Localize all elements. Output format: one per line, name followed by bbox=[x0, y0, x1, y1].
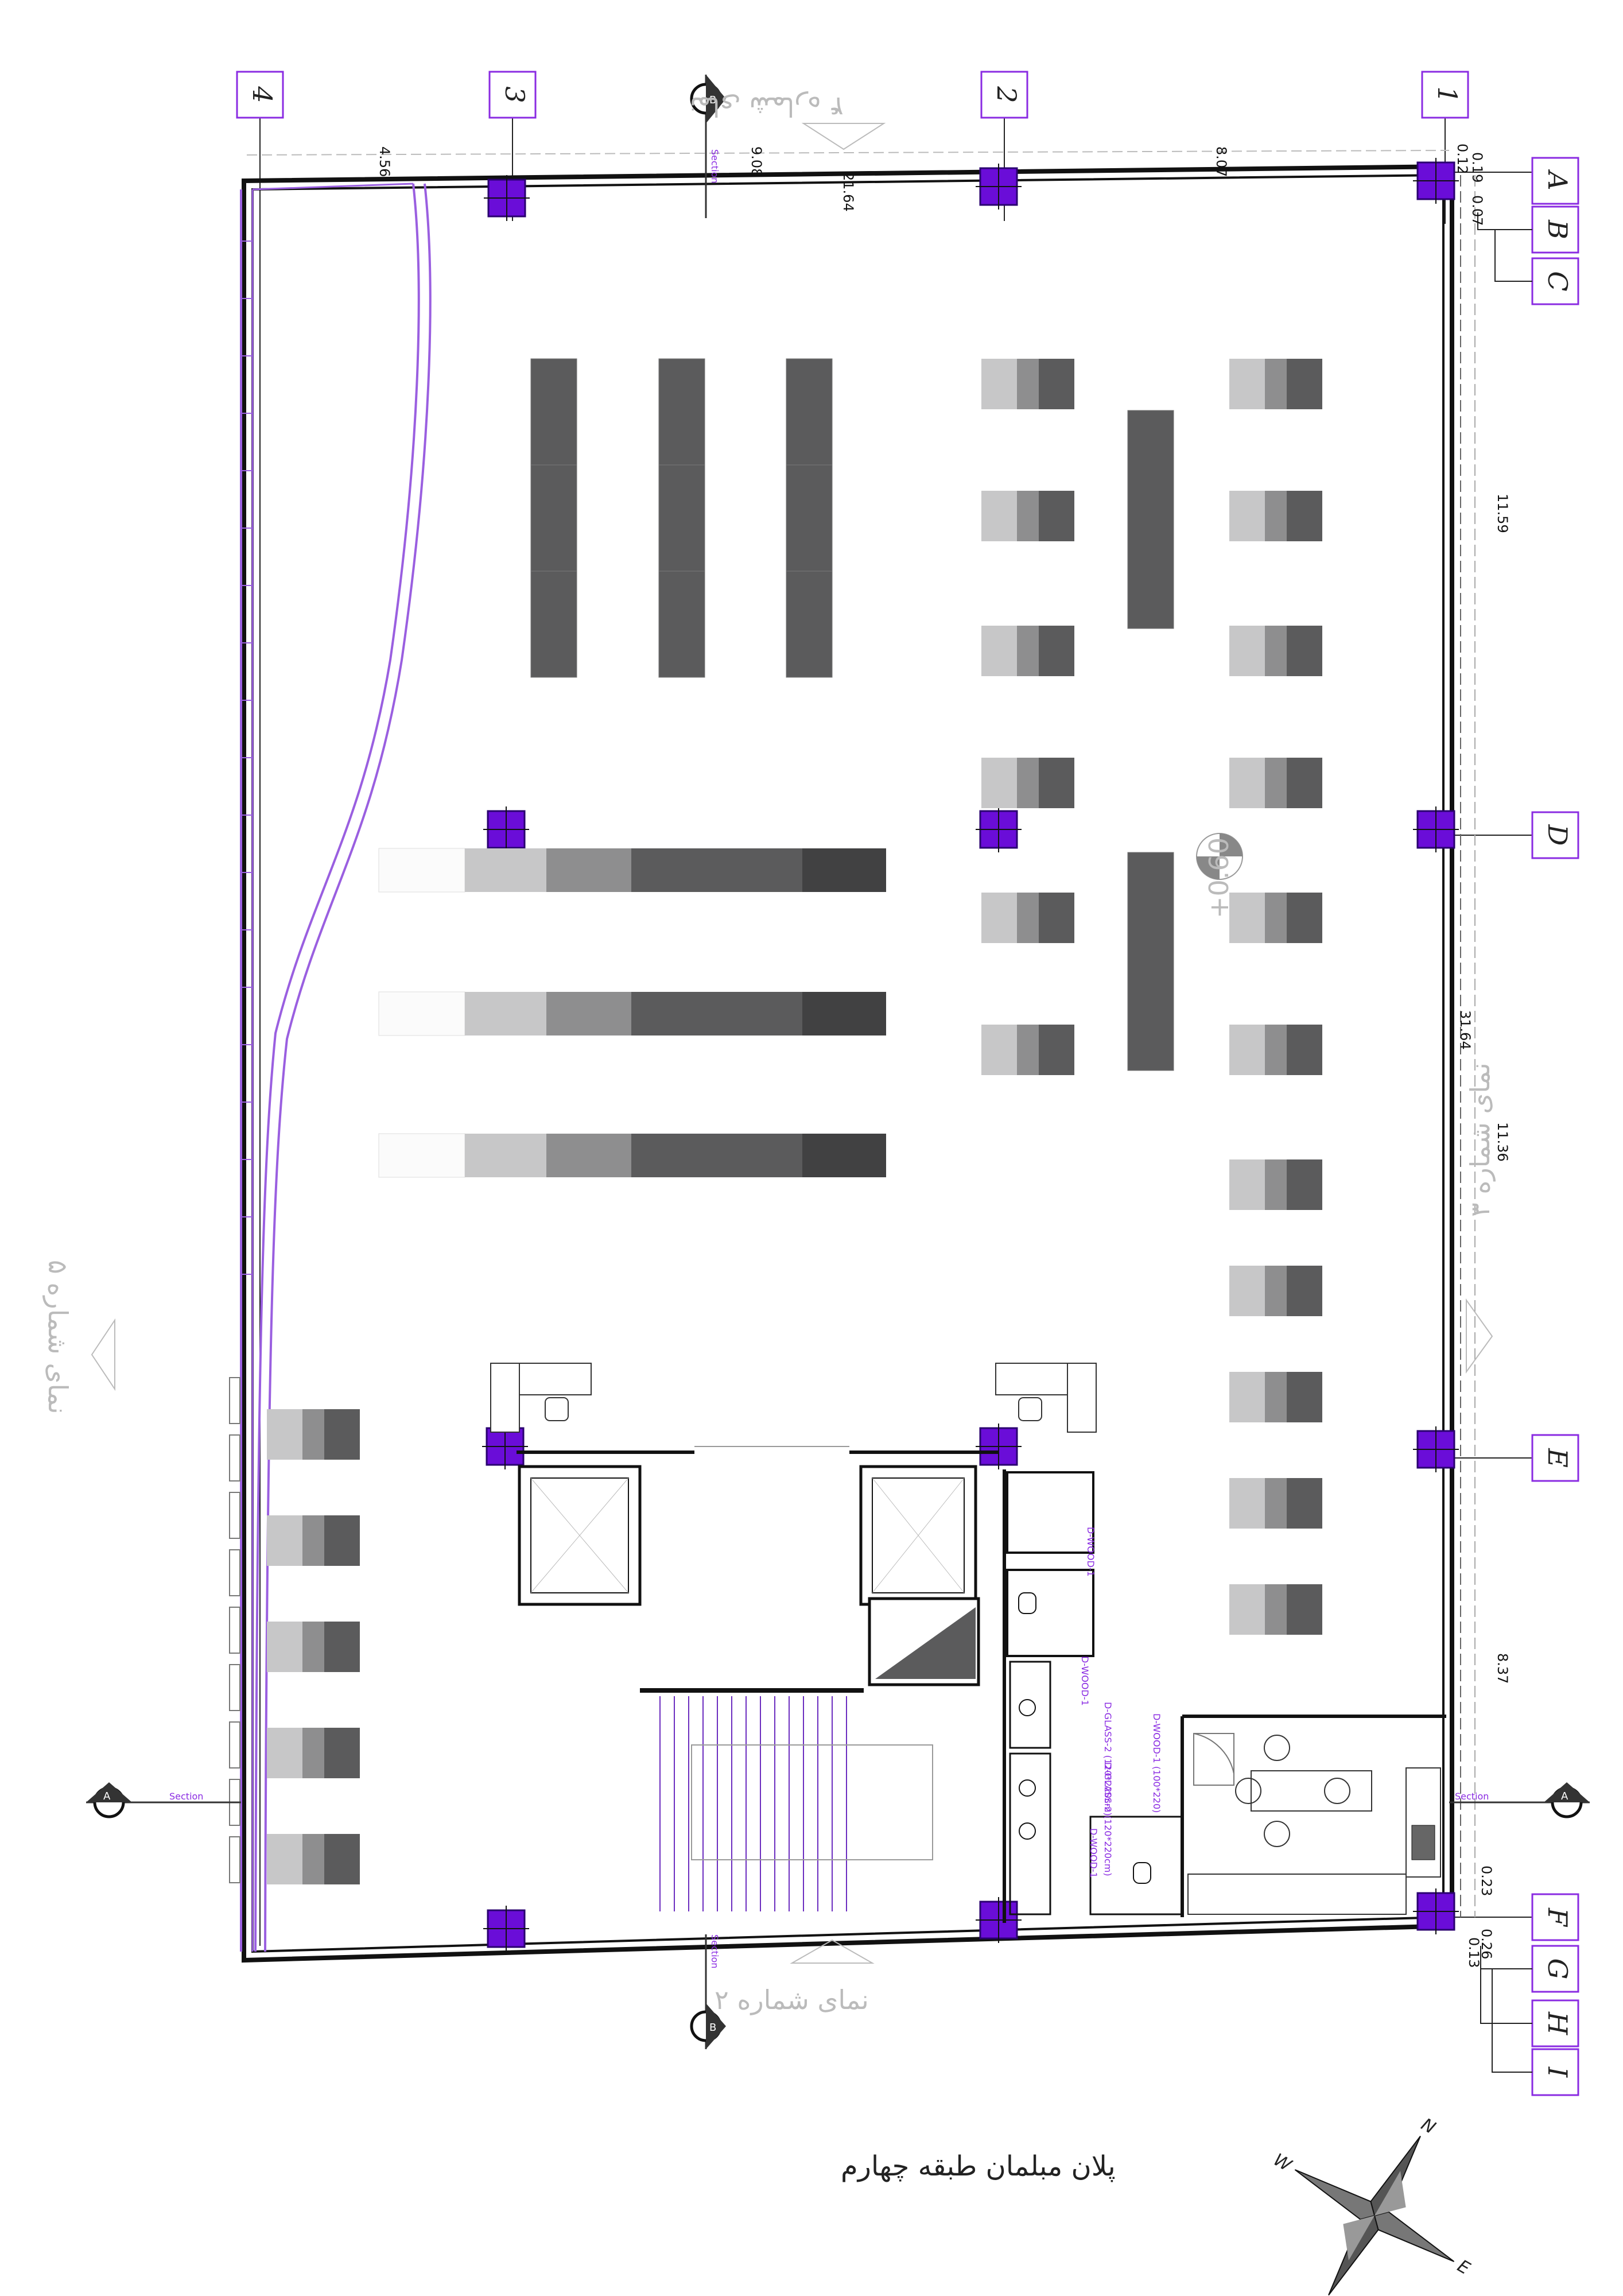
door-tag-wood-2: D-WOOD-1 bbox=[1085, 1527, 1096, 1577]
elevation-labels: نمای شماره ۴ نمای شماره ۳ نمای شماره ۲ ن… bbox=[42, 91, 1496, 2015]
axis-bubbles-top: 4 3 2 1 bbox=[236, 71, 1469, 119]
section-label-left: Section bbox=[169, 1791, 203, 1802]
elevation-label-left: نمای شماره ۵ bbox=[42, 1260, 73, 1414]
column-3-a bbox=[483, 174, 531, 222]
plan-title: پلان مبلمان طبقه چهارم bbox=[841, 2150, 1116, 2182]
compass-n: N bbox=[1418, 2115, 1439, 2139]
axis-tag-2: 2 bbox=[991, 86, 1022, 103]
dim-top-4-3: 4.56 bbox=[376, 146, 393, 177]
reception-desks bbox=[490, 1363, 1097, 1433]
axis-tag-h: H bbox=[1542, 2011, 1573, 2035]
column-1-e bbox=[1412, 1425, 1460, 1473]
axis-tag-3: 3 bbox=[499, 86, 530, 103]
dim-top-3-2: 9.08 bbox=[748, 146, 764, 177]
dim-top-total: 21.64 bbox=[840, 172, 856, 212]
level-marker: +0.60 bbox=[1196, 833, 1243, 918]
compass-rose: N E S W bbox=[1270, 2115, 1473, 2296]
axis-bubbles-right: A B C D E F G H I bbox=[1477, 157, 1579, 2096]
building-core bbox=[517, 1446, 1183, 1923]
dim-right-gh-1: 0.26 bbox=[1478, 1929, 1494, 1959]
section-marker-left: A bbox=[103, 1790, 111, 1802]
dim-right-de: 11.36 bbox=[1494, 1122, 1511, 1162]
column-2-d bbox=[974, 805, 1023, 854]
section-markers: A Section A Section B Section B Section bbox=[86, 75, 1590, 2049]
column-2-e bbox=[974, 1422, 1023, 1471]
column-1-f bbox=[1412, 1887, 1460, 1936]
section-label-right: Section bbox=[1455, 1791, 1489, 1802]
dim-top-2-1: 8.07 bbox=[1213, 146, 1229, 177]
axis-tag-d: D bbox=[1542, 824, 1573, 846]
dim-right-f: 0.23 bbox=[1478, 1865, 1494, 1896]
door-tag-wood-4: D-WOOD-1 bbox=[1088, 1828, 1099, 1878]
door-tag-wood-1: D-WOOD-1 (100*220) bbox=[1151, 1713, 1162, 1813]
section-marker-top: B bbox=[709, 94, 716, 106]
elevation-label-top: نمای شماره ۴ bbox=[689, 91, 844, 122]
axis-tag-i: I bbox=[1542, 2066, 1573, 2078]
door-tags: D-GLASS-2 (120*220cm) D-GLASS-2 (120*220… bbox=[1080, 1527, 1162, 1878]
axis-tag-f: F bbox=[1542, 1907, 1573, 1927]
column-1-a bbox=[1412, 157, 1460, 205]
elevation-label-bottom: نمای شماره ۲ bbox=[715, 1984, 869, 2015]
axis-tag-b: B bbox=[1542, 219, 1573, 239]
column-2-f bbox=[974, 1896, 1023, 1944]
dim-right-ef: 8.37 bbox=[1494, 1653, 1511, 1684]
column-1-d bbox=[1412, 805, 1460, 854]
axis-tag-1: 1 bbox=[1432, 86, 1463, 103]
dim-right-ab-1: 0.12 bbox=[1454, 144, 1470, 174]
compass-e: E bbox=[1454, 2256, 1473, 2279]
section-label-top: Section bbox=[709, 149, 720, 183]
level-mark-label: +0.60 bbox=[1203, 837, 1234, 918]
pantry-room bbox=[1181, 1715, 1446, 1917]
curved-facade bbox=[229, 183, 432, 1952]
axis-tag-4: 4 bbox=[247, 86, 278, 103]
dim-right-ab-2: 0.19 bbox=[1469, 152, 1485, 183]
axis-tag-g: G bbox=[1542, 1958, 1573, 1980]
dimension-labels: 4.56 9.08 21.64 8.07 0.12 0.19 0.07 11.5… bbox=[376, 144, 1511, 1968]
column-3-f bbox=[482, 1905, 530, 1953]
shelving-units bbox=[530, 358, 1174, 1071]
dim-right-total: 31.64 bbox=[1457, 1010, 1473, 1050]
dim-right-gh-2: 0.13 bbox=[1466, 1937, 1482, 1968]
section-marker-right: A bbox=[1561, 1790, 1568, 1802]
dim-right-bc: 0.07 bbox=[1469, 195, 1485, 226]
axis-tag-e: E bbox=[1542, 1448, 1573, 1468]
compass-w: W bbox=[1270, 2150, 1295, 2176]
column-3-d bbox=[482, 805, 530, 854]
dim-right-cd: 11.59 bbox=[1494, 494, 1511, 533]
door-tag-glass-1: D-GLASS-2 (120*220cm) bbox=[1102, 1702, 1113, 1816]
section-label-bottom: Section bbox=[709, 1934, 720, 1968]
door-tag-wood-3: D-WOOD-1 bbox=[1080, 1656, 1090, 1706]
elevation-label-right: نمای شماره ۳ bbox=[1465, 1062, 1496, 1217]
column-2-a bbox=[974, 162, 1023, 211]
door-tag-glass-2: D-GLASS-2 (120*220cm) bbox=[1102, 1762, 1113, 1876]
axis-tag-c: C bbox=[1542, 271, 1573, 291]
axis-tag-a: A bbox=[1542, 169, 1573, 190]
section-marker-bottom: B bbox=[709, 2022, 716, 2034]
gradient-racks bbox=[378, 848, 887, 1178]
